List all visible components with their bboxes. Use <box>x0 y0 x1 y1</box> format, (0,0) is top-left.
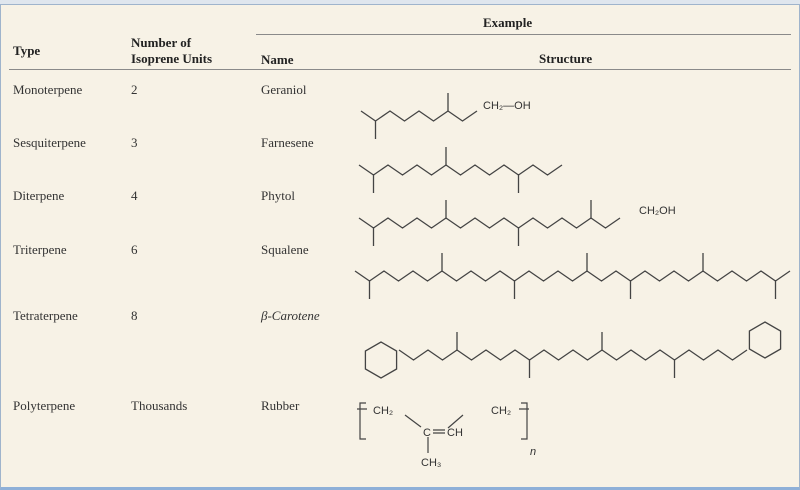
rubber-ch: CH <box>447 427 463 439</box>
row-type: Diterpene <box>13 188 65 203</box>
header-units-2: Isoprene Units <box>131 51 213 66</box>
carotene-ring <box>364 341 398 379</box>
divider <box>256 34 791 35</box>
rubber-ch3: CH₃ <box>421 457 441 469</box>
geraniol-chain <box>360 110 478 122</box>
header-structure: Structure <box>539 51 593 66</box>
structures: CH₂—OH CH₂OH CH₂ CH₂ C CH CH₃ n <box>354 93 791 469</box>
rubber-n: n <box>530 446 536 458</box>
row-units: 6 <box>131 242 138 257</box>
row-type: Monoterpene <box>13 82 83 97</box>
row-units: 3 <box>131 135 138 150</box>
terpene-table: Example Type Number of Isoprene Units Na… <box>0 4 800 490</box>
header-example: Example <box>483 15 533 30</box>
row-type: Sesquiterpene <box>13 135 86 150</box>
rubber-ch2-left: CH₂ <box>373 405 393 417</box>
rubber-c: C <box>423 427 431 439</box>
row-name: Squalene <box>261 242 309 257</box>
row-name: β-Carotene <box>261 308 320 323</box>
row-name: Phytol <box>261 188 295 203</box>
phytol-chain <box>358 217 621 229</box>
row-units: 8 <box>131 308 138 323</box>
row-units: 2 <box>131 82 138 97</box>
carotene-ring <box>748 321 782 359</box>
row-type: Tetraterpene <box>13 308 78 323</box>
row-name: Rubber <box>261 398 300 413</box>
header-type: Type <box>13 43 41 58</box>
row-type: Polyterpene <box>13 398 76 413</box>
farnesene-chain <box>358 164 563 176</box>
row-type: Triterpene <box>13 242 67 257</box>
rubber-structure: CH₂ CH₂ C CH CH₃ n <box>357 402 536 469</box>
squalene-chain <box>354 270 791 282</box>
row-name: Geraniol <box>261 82 307 97</box>
phytol-group: CH₂OH <box>639 205 676 217</box>
divider <box>9 69 791 70</box>
row-units: Thousands <box>131 398 188 413</box>
geraniol-group: CH₂—OH <box>483 100 531 112</box>
row-name: Farnesene <box>261 135 314 150</box>
row-units: 4 <box>131 188 138 203</box>
rubber-ch2-right: CH₂ <box>491 405 511 417</box>
header-name: Name <box>261 52 294 67</box>
carotene-chain <box>398 349 748 361</box>
header-units-1: Number of <box>131 35 192 50</box>
